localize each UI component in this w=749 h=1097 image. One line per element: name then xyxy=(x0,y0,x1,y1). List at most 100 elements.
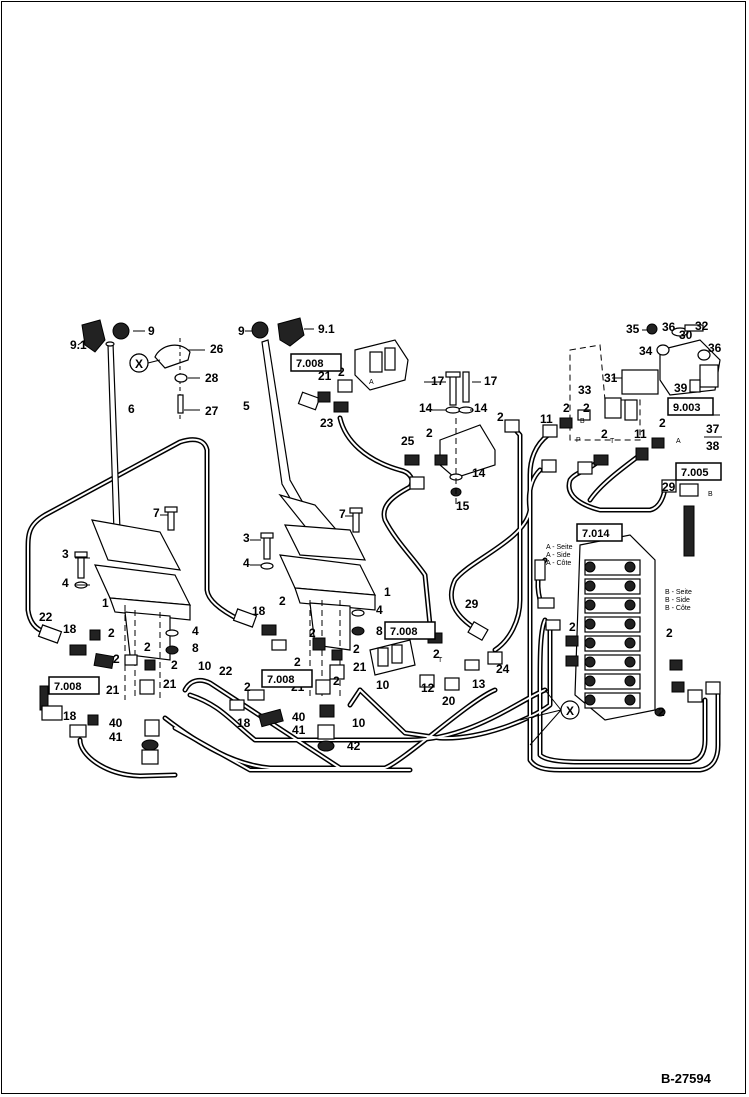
part-label: 21 xyxy=(163,677,177,691)
ref-box xyxy=(290,353,342,372)
part-label: 2 xyxy=(113,652,120,666)
part-label: 2 xyxy=(433,647,440,661)
part-label: 2 xyxy=(666,626,673,640)
hose-core xyxy=(539,619,706,763)
hose-core xyxy=(494,426,521,651)
part-label: 4 xyxy=(62,576,69,590)
part-label: 2 xyxy=(279,594,286,608)
port-letter: T xyxy=(610,438,615,445)
part-label: 6 xyxy=(128,402,135,416)
part-label: 32 xyxy=(695,319,709,333)
ref-box-label: 7.014 xyxy=(582,528,610,540)
part-label: 8 xyxy=(376,624,383,638)
pad-9-b xyxy=(251,321,269,339)
part-label: 4 xyxy=(243,556,250,570)
valve-port xyxy=(624,637,636,649)
ref-box-label: 7.008 xyxy=(296,358,324,370)
side-note-a-1: A - Seite xyxy=(546,544,573,551)
part-label: 41 xyxy=(292,723,306,737)
side-note-b-3: B - Côte xyxy=(665,605,691,612)
part-label: 2 xyxy=(569,620,576,634)
valve-port xyxy=(584,656,596,668)
part-label: 3 xyxy=(62,547,69,561)
ref-box xyxy=(667,397,714,416)
ref-box xyxy=(261,669,313,688)
part-label: 3 xyxy=(243,531,250,545)
side-note-a-3: A - Côte xyxy=(546,560,571,567)
part-label: 5 xyxy=(243,399,250,413)
valve-port xyxy=(624,618,636,630)
valve-port xyxy=(584,561,596,573)
part-label: 2 xyxy=(244,680,251,694)
part-label: 2 xyxy=(108,626,115,640)
part-label: 15 xyxy=(456,499,470,513)
hose-core xyxy=(589,454,641,501)
callout-group xyxy=(129,353,580,746)
valve-port xyxy=(624,599,636,611)
part-label: 40 xyxy=(109,716,123,730)
part-label: 2 xyxy=(563,401,570,415)
ref-box-label: 7.008 xyxy=(390,626,418,638)
valve-port xyxy=(624,580,636,592)
hose-core xyxy=(206,449,241,621)
part-label: 34 xyxy=(639,344,653,358)
part-label: 36 xyxy=(708,341,722,355)
lever-6 xyxy=(107,342,121,533)
part-label: 18 xyxy=(237,716,251,730)
hose xyxy=(77,737,178,779)
part-label: 33 xyxy=(578,383,592,397)
part-label: 12 xyxy=(421,681,435,695)
lever-knob-9-1 xyxy=(81,319,106,353)
side-notes-b: B - Seite B - Side B - Côte xyxy=(665,589,692,612)
ref-box xyxy=(384,621,436,640)
part-label: 39 xyxy=(674,381,688,395)
port-letter: B xyxy=(580,418,585,425)
part-label: 18 xyxy=(63,622,77,636)
valve-port xyxy=(624,694,636,706)
valve-port xyxy=(584,580,596,592)
part-label: 41 xyxy=(109,730,123,744)
leader-lines xyxy=(75,328,720,586)
valve-port xyxy=(584,694,596,706)
part-label: 29 xyxy=(662,480,676,494)
part-label: 30 xyxy=(679,328,693,342)
mounting-bracket xyxy=(404,371,496,505)
part-label: 2 xyxy=(338,365,345,379)
port-letter: P xyxy=(576,437,581,444)
part-label: 7 xyxy=(339,507,346,521)
part-label: 9.1 xyxy=(318,322,335,336)
part-label: 17 xyxy=(484,374,498,388)
part-label: 10 xyxy=(352,716,366,730)
ref-box xyxy=(675,462,722,481)
lever-knob-9-1-b xyxy=(277,317,305,347)
part-label: 1 xyxy=(384,585,391,599)
part-label: 17 xyxy=(431,374,445,388)
valve-port xyxy=(584,675,596,687)
callout-x-right-label: X xyxy=(566,704,574,718)
part-label: 14 xyxy=(419,401,433,415)
part-label: 26 xyxy=(210,342,224,356)
hose-core xyxy=(450,434,549,633)
ref-box-label: 9.003 xyxy=(673,402,701,414)
ref-box-label: 7.005 xyxy=(681,467,709,479)
part-label: 35 xyxy=(626,322,640,336)
part-label: 2 xyxy=(659,416,666,430)
part-label: 24 xyxy=(496,662,510,676)
part-label: 2 xyxy=(309,626,316,640)
part-label: 21 xyxy=(106,683,120,697)
part-label: 2 xyxy=(144,640,151,654)
clamp-26 xyxy=(154,344,191,369)
part-label: 18 xyxy=(252,604,266,618)
side-note-b-2: B - Side xyxy=(665,597,690,604)
part-label: 40 xyxy=(292,710,306,724)
valve-port xyxy=(584,637,596,649)
part-label: 9 xyxy=(238,324,245,338)
part-label: 13 xyxy=(472,677,486,691)
part-label: 22 xyxy=(39,610,53,624)
valve-port xyxy=(584,618,596,630)
port-letter: B xyxy=(708,491,713,498)
fraction-bottom: 38 xyxy=(706,439,720,453)
part-label: 21 xyxy=(353,660,367,674)
part-label: 2 xyxy=(353,642,360,656)
